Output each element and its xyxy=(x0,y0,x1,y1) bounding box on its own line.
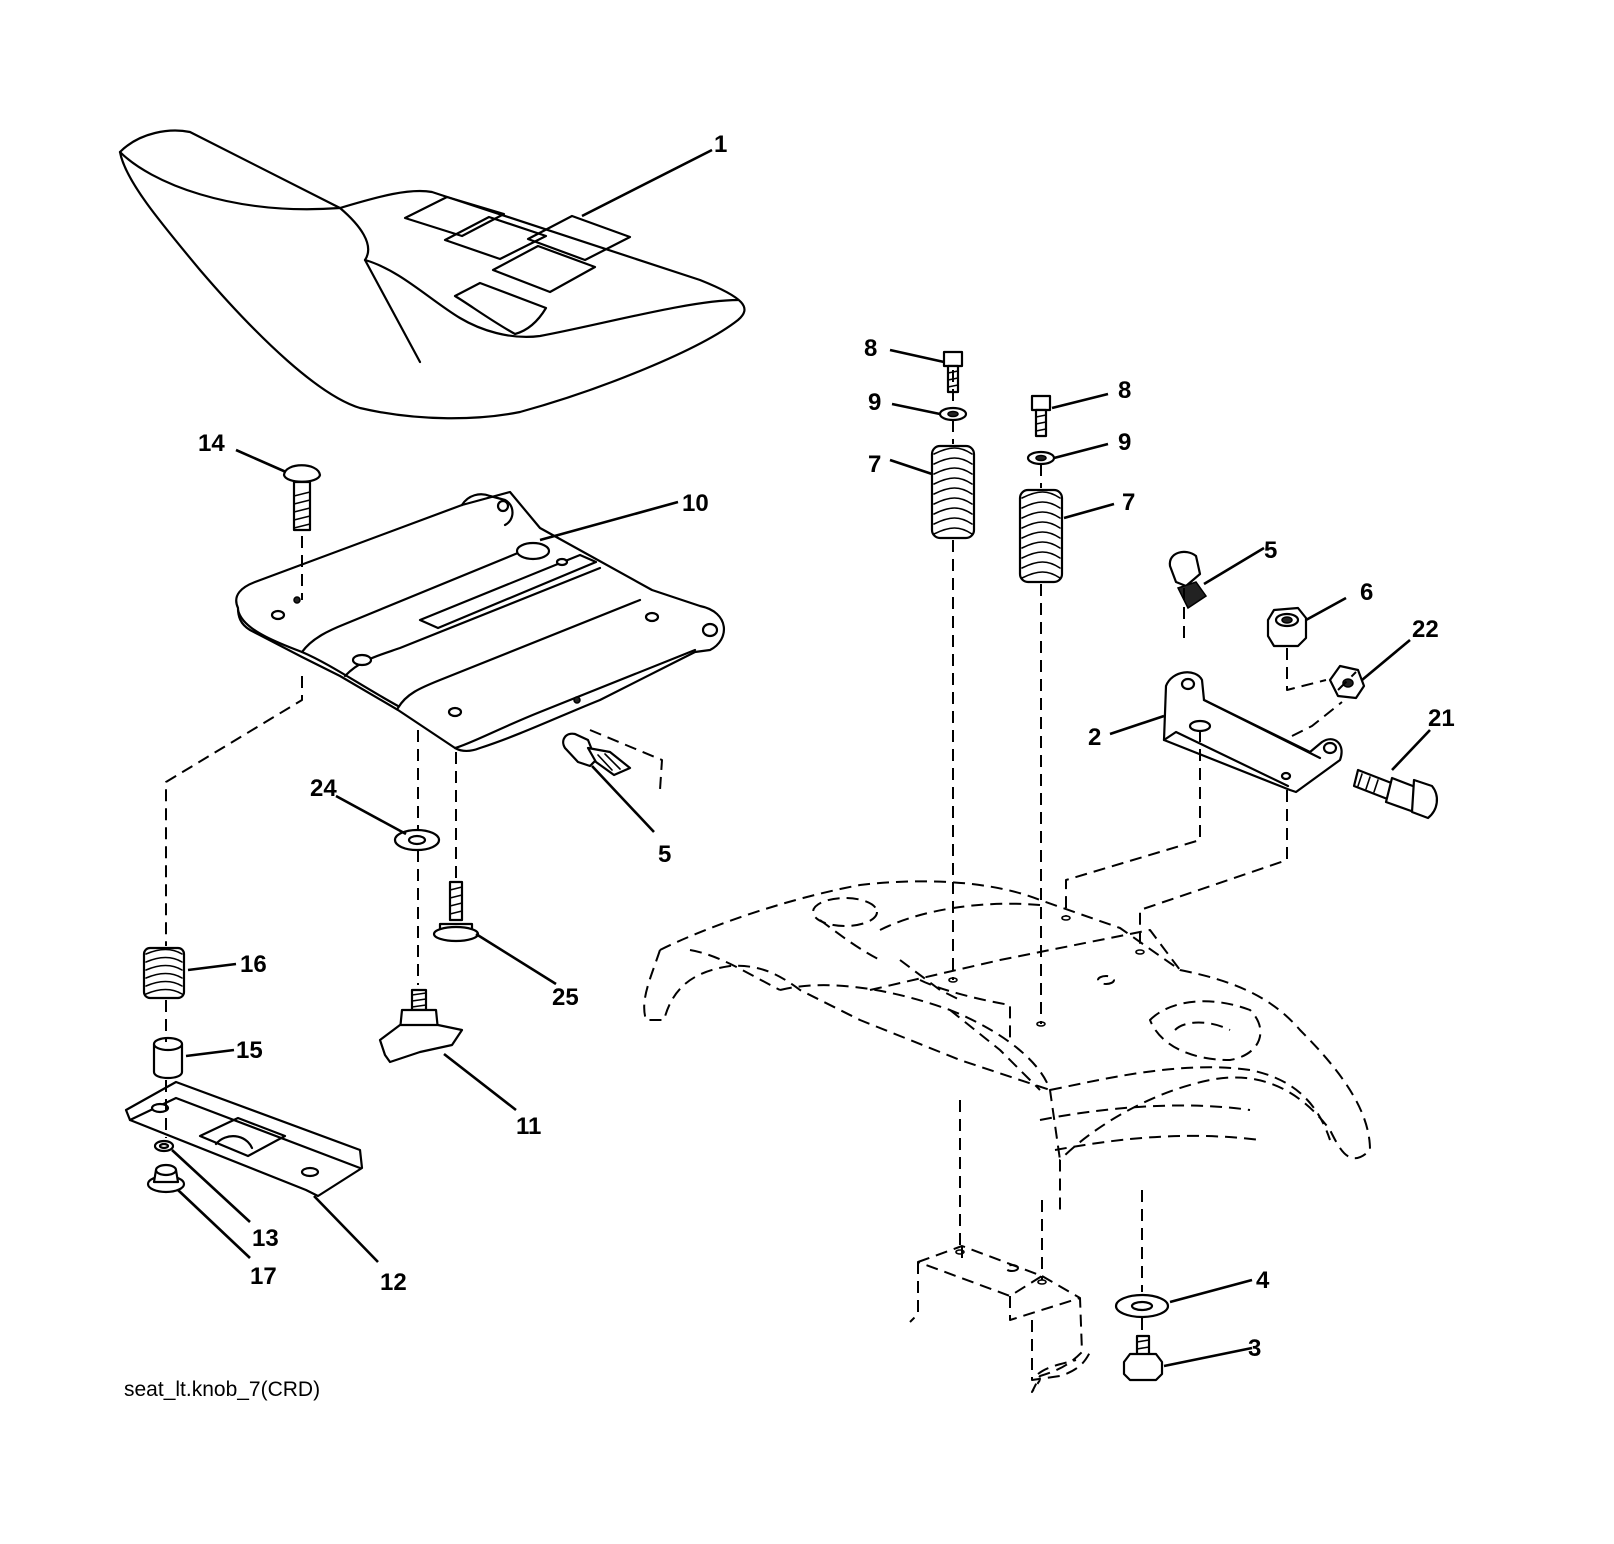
washer-part-4 xyxy=(1114,1293,1170,1319)
nut-part-13 xyxy=(153,1139,175,1153)
callout-12: 12 xyxy=(380,1269,407,1296)
washer-part-9-right xyxy=(1026,450,1056,466)
nut-part-22 xyxy=(1328,664,1366,700)
flange-nut-part-17 xyxy=(146,1163,186,1194)
callout-2: 2 xyxy=(1088,724,1101,751)
assembly-lines xyxy=(165,370,1357,1334)
diagram-caption: seat_lt.knob_7(CRD) xyxy=(124,1378,320,1401)
callout-7-left: 7 xyxy=(868,451,881,478)
callout-25: 25 xyxy=(552,984,579,1011)
nut-part-6 xyxy=(1266,606,1308,648)
callout-5-right: 5 xyxy=(1264,537,1277,564)
callout-5-left: 5 xyxy=(658,841,671,868)
callout-11: 11 xyxy=(516,1113,541,1140)
slide-plate-part-12 xyxy=(124,1080,364,1198)
spring-part-7-right xyxy=(1018,488,1064,584)
callout-16: 16 xyxy=(240,951,267,978)
callout-3: 3 xyxy=(1248,1335,1261,1362)
callout-7-right: 7 xyxy=(1122,489,1135,516)
callout-6: 6 xyxy=(1360,579,1373,606)
callout-24: 24 xyxy=(310,775,337,802)
frame-bracket-outline xyxy=(909,1245,1091,1393)
callout-17: 17 xyxy=(250,1263,277,1290)
fender-outline xyxy=(643,880,1371,1210)
carriage-bolt-part xyxy=(282,464,322,532)
clip-part-left xyxy=(562,732,632,777)
knob-part-11 xyxy=(378,988,464,1064)
callout-8-right: 8 xyxy=(1118,377,1131,404)
spacer-part-15 xyxy=(152,1036,184,1080)
callout-13: 13 xyxy=(252,1225,279,1252)
callout-1: 1 xyxy=(714,131,727,158)
callout-labels: 1 14 10 24 5 25 16 15 11 13 17 12 8 8 9 … xyxy=(198,131,1455,1362)
callout-21: 21 xyxy=(1428,705,1455,732)
clip-part-right xyxy=(1168,550,1208,610)
callout-10: 10 xyxy=(682,490,709,517)
shoulder-bolt-part-25 xyxy=(432,880,480,943)
washer-part-9-left xyxy=(938,406,968,422)
callout-8-left: 8 xyxy=(864,335,877,362)
leader-lines xyxy=(171,148,1431,1368)
callout-9-right: 9 xyxy=(1118,429,1131,456)
seat-pan-part xyxy=(235,490,726,753)
callout-14: 14 xyxy=(198,430,225,457)
seat-part xyxy=(118,129,746,420)
callout-15: 15 xyxy=(236,1037,263,1064)
spring-part-7-left xyxy=(930,444,976,540)
bracket-part-2 xyxy=(1162,671,1343,794)
spring-part-16 xyxy=(142,946,186,1000)
callout-9-left: 9 xyxy=(868,389,881,416)
hex-bolt-part-3 xyxy=(1122,1334,1164,1382)
callout-22: 22 xyxy=(1412,616,1439,643)
shoulder-bolt-part-21 xyxy=(1352,768,1438,820)
callout-4: 4 xyxy=(1256,1267,1270,1294)
bolt-part-8-right xyxy=(1030,394,1052,438)
